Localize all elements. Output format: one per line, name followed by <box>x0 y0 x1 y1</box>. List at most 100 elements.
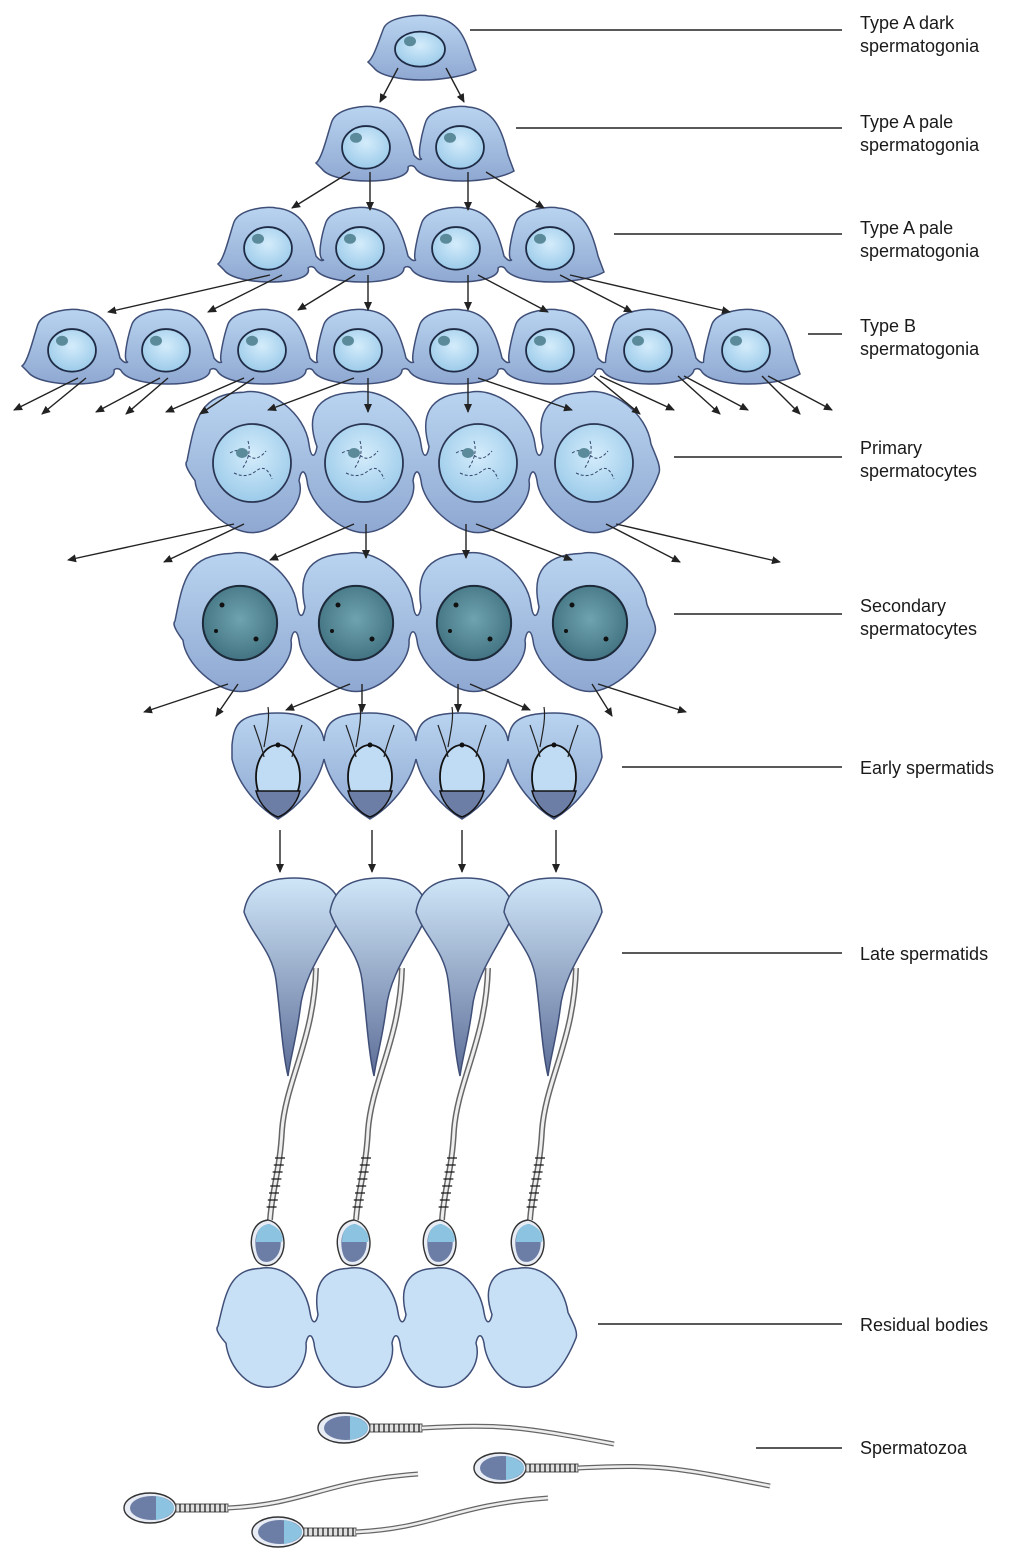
nucleus <box>203 586 277 660</box>
nucleolus <box>404 36 416 46</box>
nucleus <box>319 586 393 660</box>
nucleus <box>244 227 292 270</box>
nucleus <box>142 329 190 372</box>
arrow <box>68 524 234 560</box>
chromatin-dot <box>254 637 259 642</box>
nucleus <box>526 329 574 372</box>
chromatin-dot <box>604 637 609 642</box>
nucleolus <box>438 336 450 346</box>
arrow <box>126 378 168 414</box>
spermatozoon-2 <box>474 1453 770 1486</box>
arrow <box>486 172 544 208</box>
chromatin-dot <box>448 629 452 633</box>
nucleolus <box>252 234 264 244</box>
nucleolus <box>462 448 474 458</box>
primary-spermatocyte-cells <box>186 392 660 533</box>
nucleolus <box>730 336 742 346</box>
cell-body <box>22 309 800 384</box>
nucleus <box>624 329 672 372</box>
nucleus <box>238 329 286 372</box>
label-late-spermatids: Late spermatids <box>860 943 1020 966</box>
arrow <box>470 684 530 710</box>
chromatin-dot <box>336 603 341 608</box>
centriole <box>460 743 465 748</box>
nucleus <box>48 329 96 372</box>
label-type-b-spermatogonia: Type B spermatogonia <box>860 315 1020 361</box>
nucleolus <box>150 336 162 346</box>
chromatin-dot <box>564 629 568 633</box>
nucleus <box>722 329 770 372</box>
label-secondary-spermatocytes: Secondary spermatocytes <box>860 595 1020 641</box>
nucleolus <box>534 234 546 244</box>
nucleolus <box>348 448 360 458</box>
nucleus <box>439 424 517 502</box>
residual-body-cells <box>217 1268 577 1387</box>
label-early-spermatids: Early spermatids <box>860 757 1020 780</box>
nucleolus <box>56 336 68 346</box>
label-spermatozoa: Spermatozoa <box>860 1437 1020 1460</box>
arrow <box>292 172 350 208</box>
type-a-pale-cells-row-2 <box>218 207 604 282</box>
label-type-a-pale-spermatogonia-1: Type A pale spermatogonia <box>860 111 1020 157</box>
arrow <box>144 684 228 712</box>
chromatin-dot <box>570 603 575 608</box>
nucleolus <box>342 336 354 346</box>
nucleolus <box>246 336 258 346</box>
nucleus <box>555 424 633 502</box>
cell-illustrations <box>22 15 800 1547</box>
spermatozoon-1 <box>318 1413 614 1444</box>
centriole <box>552 743 557 748</box>
nucleus <box>432 227 480 270</box>
nucleolus <box>632 336 644 346</box>
centriole <box>368 743 373 748</box>
type-b-cells <box>22 309 800 384</box>
arrow <box>616 524 780 562</box>
arrow <box>96 378 160 412</box>
chromatin-dot <box>370 637 375 642</box>
nucleolus <box>440 234 452 244</box>
chromatin-dot <box>488 637 493 642</box>
early-spermatid-cells <box>232 707 602 819</box>
nucleus <box>395 32 445 67</box>
nucleus <box>334 329 382 372</box>
spermatid-body <box>416 878 514 1076</box>
type-a-dark-cell <box>368 15 476 80</box>
nucleus <box>553 586 627 660</box>
arrow <box>286 684 350 710</box>
chromatin-dot <box>214 629 218 633</box>
arrow <box>598 684 686 712</box>
spermatid-body <box>504 878 602 1076</box>
nucleus <box>437 586 511 660</box>
acrosome <box>440 791 484 817</box>
label-residual-bodies: Residual bodies <box>860 1314 1020 1337</box>
nucleolus <box>350 133 362 143</box>
centriole <box>276 743 281 748</box>
arrow <box>298 275 355 310</box>
nucleus <box>436 126 484 169</box>
nucleus <box>325 424 403 502</box>
arrow <box>14 378 78 410</box>
arrow <box>570 275 730 312</box>
type-a-pale-cells-row-1 <box>316 106 514 181</box>
nucleus <box>342 126 390 169</box>
cell-body <box>217 1268 577 1387</box>
acrosome <box>532 791 576 817</box>
secondary-spermatocyte-cells <box>174 553 656 692</box>
arrow <box>678 376 720 414</box>
arrow <box>476 524 572 560</box>
nucleolus <box>578 448 590 458</box>
chromatin-dot <box>220 603 225 608</box>
nucleus <box>430 329 478 372</box>
nucleolus <box>534 336 546 346</box>
acrosome <box>256 791 300 817</box>
late-spermatid-cells <box>244 878 602 1266</box>
nucleus <box>526 227 574 270</box>
nucleolus <box>444 133 456 143</box>
spermatozoon-4 <box>252 1498 548 1547</box>
arrow <box>762 376 800 414</box>
spermatid-body <box>330 878 428 1076</box>
chromatin-dot <box>454 603 459 608</box>
nucleus <box>336 227 384 270</box>
nucleolus <box>344 234 356 244</box>
nucleus <box>213 424 291 502</box>
